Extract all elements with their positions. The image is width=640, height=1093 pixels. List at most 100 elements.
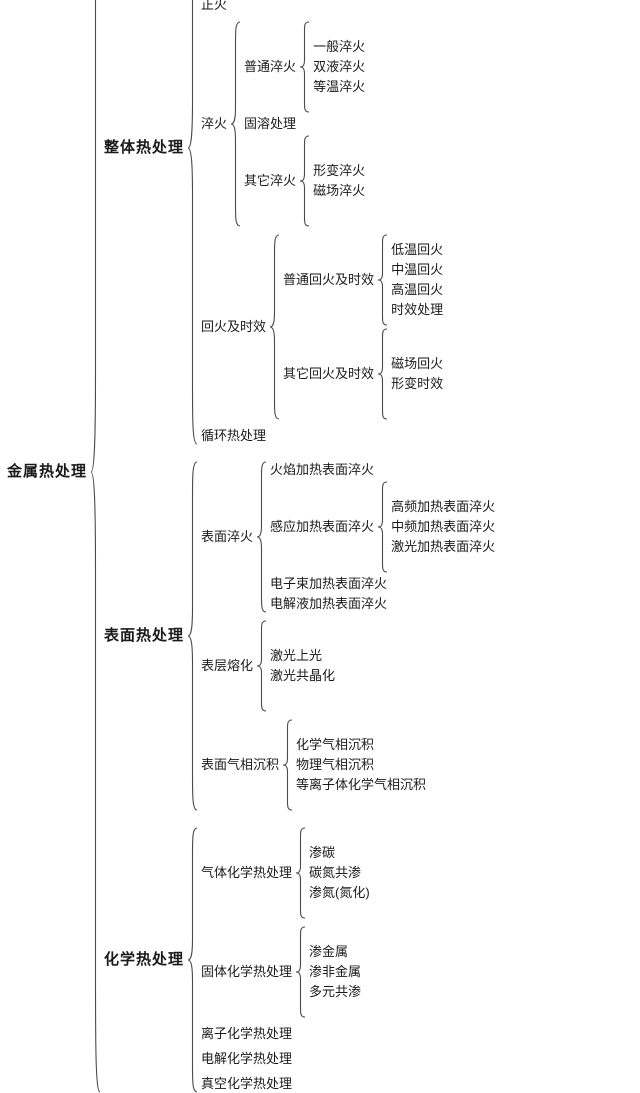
tree-branch: 气体化学热处理渗碳碳氮共渗渗氮(氮化): [198, 827, 373, 919]
tree-branch: 化学气相沉积: [293, 736, 429, 754]
tree-branch: 双液淬火: [310, 58, 368, 76]
tree-node-label: 渗非金属: [309, 964, 362, 979]
tree-node-label: 激光加热表面淬火: [391, 539, 496, 554]
tree-branch: 普通回火及时效低温回火中温回火高温回火时效处理: [280, 234, 446, 326]
tree-node-label: 碳氮共渗: [309, 865, 362, 880]
tree-node-label: 物理气相沉积: [296, 757, 375, 772]
tree-branch: 固溶处理: [241, 115, 368, 133]
tree-branch: 磁场淬火: [310, 182, 368, 200]
tree-node-label: 电解液加热表面淬火: [270, 596, 388, 611]
tree-node-label: 其它回火及时效: [283, 366, 375, 381]
tree-branch: 感应加热表面淬火高频加热表面淬火中频加热表面淬火激光加热表面淬火: [267, 481, 498, 573]
brace-container: [230, 21, 241, 227]
tree-node-label: 淬火: [201, 116, 228, 131]
heat-treatment-tree: 金属热处理 整体热处理退火再结晶退火扩散退火去应力退火石墨化退火完全退火球化退火磁…: [7, 0, 495, 944]
brace-container: [299, 21, 310, 113]
tree-node-label: 多元共渗: [309, 984, 362, 999]
tree-node-label: 离子化学热处理: [201, 1026, 293, 1041]
brace-container: [295, 926, 306, 1018]
tree-branch: 激光共晶化: [267, 667, 338, 685]
tree-node-label: 高频加热表面淬火: [391, 499, 496, 514]
brace-container: [282, 719, 293, 811]
children-group: 化学气相沉积物理气相沉积等离子体化学气相沉积: [293, 736, 429, 794]
tree-branch: 电解液加热表面淬火: [267, 595, 498, 613]
tree-node-label: 低温回火: [391, 242, 444, 257]
tree-node-label: 表面气相沉积: [201, 757, 280, 772]
tree-node-label: 真空化学热处理: [201, 1076, 293, 1091]
brace-icon: [378, 482, 387, 572]
tree-node-label: 渗氮(氮化): [309, 885, 370, 900]
tree-branch: 整体热处理退火再结晶退火扩散退火去应力退火石墨化退火完全退火球化退火磁场退火正火…: [101, 0, 498, 445]
tree-branch: 等离子体化学气相沉积: [293, 776, 429, 794]
tree-branch: 表面气相沉积化学气相沉积物理气相沉积等离子体化学气相沉积: [198, 719, 498, 811]
tree-node-label: 一般淬火: [313, 39, 366, 54]
brace-icon: [91, 0, 100, 1092]
tree-branch: 等温淬火: [310, 78, 368, 96]
tree-branch: 高温回火: [388, 281, 446, 299]
tree-node-label: 感应加热表面淬火: [270, 519, 375, 534]
brace-icon: [296, 927, 305, 1017]
tree-node-label: 火焰加热表面淬火: [270, 462, 375, 477]
brace-icon: [270, 235, 279, 419]
tree-node-label: 中温回火: [391, 262, 444, 277]
tree-node-label: 化学热处理: [104, 951, 185, 968]
brace-icon: [188, 0, 197, 444]
tree-node-label: 磁场回火: [391, 356, 444, 371]
children-group: 渗金属渗非金属多元共渗: [306, 943, 364, 1001]
tree-node-label: 金属热处理: [7, 463, 88, 480]
tree-node-label: 普通淬火: [244, 59, 297, 74]
children-group: 火焰加热表面淬火感应加热表面淬火高频加热表面淬火中频加热表面淬火激光加热表面淬火…: [267, 461, 498, 613]
brace-icon: [300, 22, 309, 112]
tree-node-label: 激光共晶化: [270, 668, 336, 683]
tree-branch: 普通淬火一般淬火双液淬火等温淬火: [241, 21, 368, 113]
brace-icon: [283, 720, 292, 810]
tree-branch: 电子束加热表面淬火: [267, 575, 498, 593]
children-group: 整体热处理退火再结晶退火扩散退火去应力退火石墨化退火完全退火球化退火磁场退火正火…: [101, 0, 498, 1093]
tree-branch: 形变淬火: [310, 162, 368, 180]
brace-icon: [257, 621, 266, 711]
brace-container: [187, 827, 198, 1093]
tree-node-label: 循环热处理: [201, 428, 267, 443]
tree-node-label: 电解化学热处理: [201, 1051, 293, 1066]
tree-node-label: 化学气相沉积: [296, 737, 375, 752]
tree-branch: 低温回火: [388, 241, 446, 259]
tree-node-label: 电子束加热表面淬火: [270, 576, 388, 591]
brace-icon: [231, 22, 240, 226]
tree-branch: 形变时效: [388, 375, 446, 393]
tree-node-label: 固体化学热处理: [201, 964, 293, 979]
tree-node-label: 等温淬火: [313, 79, 366, 94]
tree-branch: 中频加热表面淬火: [388, 518, 498, 536]
tree-node-label: 渗碳: [309, 845, 336, 860]
tree-node-label: 表面热处理: [104, 627, 185, 644]
tree-branch: 其它淬火形变淬火磁场淬火: [241, 135, 368, 227]
brace-container: [295, 827, 306, 919]
tree-branch: 循环热处理: [198, 427, 446, 445]
children-group: 高频加热表面淬火中频加热表面淬火激光加热表面淬火: [388, 498, 498, 556]
tree-node-label: 表面淬火: [201, 529, 254, 544]
children-group: 激光上光激光共晶化: [267, 647, 338, 685]
brace-icon: [378, 235, 387, 325]
tree-branch: 化学热处理气体化学热处理渗碳碳氮共渗渗氮(氮化)固体化学热处理渗金属渗非金属多元…: [101, 827, 498, 1093]
tree-branch: 渗金属: [306, 943, 364, 961]
tree-branch: 激光加热表面淬火: [388, 538, 498, 556]
children-group: 渗碳碳氮共渗渗氮(氮化): [306, 844, 373, 902]
brace-container: [377, 234, 388, 326]
children-group: 一般淬火双液淬火等温淬火: [310, 38, 368, 96]
children-group: 形变淬火磁场淬火: [310, 162, 368, 200]
tree-node-label: 磁场淬火: [313, 183, 366, 198]
brace-icon: [188, 828, 197, 1092]
brace-icon: [257, 462, 266, 612]
tree-node-label: 正火: [201, 0, 228, 12]
tree-branch: 离子化学热处理: [198, 1025, 373, 1043]
brace-container: [187, 461, 198, 811]
tree-node-label: 等离子体化学气相沉积: [296, 777, 427, 792]
brace-icon: [300, 136, 309, 226]
brace-icon: [378, 329, 387, 419]
tree-branch: 中温回火: [388, 261, 446, 279]
tree-branch: 渗碳: [306, 844, 373, 862]
children-group: 普通淬火一般淬火双液淬火等温淬火固溶处理其它淬火形变淬火磁场淬火: [241, 21, 368, 227]
tree-node-label: 表层熔化: [201, 658, 254, 673]
tree-branch: 淬火普通淬火一般淬火双液淬火等温淬火固溶处理其它淬火形变淬火磁场淬火: [198, 21, 446, 227]
tree-branch: 电解化学热处理: [198, 1050, 373, 1068]
brace-container: [256, 461, 267, 613]
